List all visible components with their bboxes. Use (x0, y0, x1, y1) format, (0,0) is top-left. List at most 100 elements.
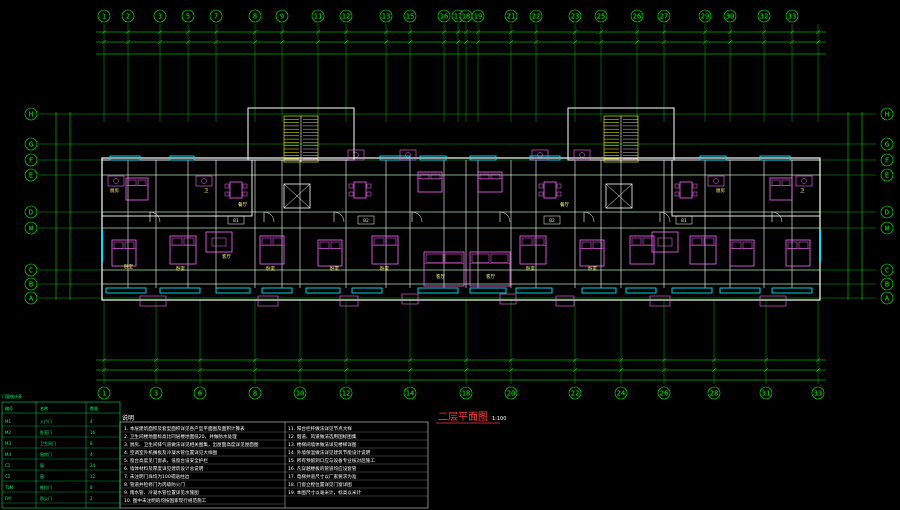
axis-bubble-label: 25 (597, 12, 605, 20)
bed-frame (689, 235, 717, 265)
axis-bubble-label: 20 (507, 389, 515, 397)
chair (242, 191, 248, 197)
axis-bubble-label: 6 (198, 389, 202, 397)
schedule-cell: C2 (5, 474, 11, 479)
sofa (651, 231, 679, 253)
axis-bubble-circle (880, 137, 894, 151)
chair (556, 183, 562, 189)
pillow (490, 173, 501, 180)
pillow (113, 241, 124, 249)
axis-bottom-18: 18 (459, 386, 473, 400)
note-line: 4. 空调室外机搁板及冷凝水管位置详见大样图 (124, 449, 218, 456)
fixture (195, 175, 213, 187)
schedule-cell: 厨房门 (40, 451, 52, 457)
axis-bubble-circle (293, 386, 307, 400)
notes-heading: 说明 (122, 414, 134, 422)
bed (259, 235, 285, 265)
axis-bubble-label: B (885, 280, 889, 288)
axis-bubble-circle (785, 9, 799, 23)
drawing-scale: 1:100 (492, 416, 506, 422)
axis-bubble-label: A (885, 294, 890, 302)
coffee-table (211, 237, 227, 247)
pillow (581, 241, 592, 249)
window (351, 287, 383, 294)
axis-bubble-circle (193, 386, 207, 400)
axis-bubble-circle (437, 9, 451, 23)
axis-bubble-label: 14 (406, 389, 414, 397)
bed-frame (519, 235, 547, 265)
schedule-cell: M3 (5, 441, 11, 446)
schedule-cell: 12 (90, 474, 96, 479)
balcony (649, 295, 671, 307)
window (159, 287, 201, 294)
balcony (499, 293, 517, 305)
axis-bottom-26: 26 (657, 386, 671, 400)
axis-top-18: 18 (459, 9, 473, 23)
window (305, 287, 341, 294)
window (105, 287, 147, 294)
note-line: 14. 外墙保温做法详见建筑节能设计说明 (288, 449, 371, 456)
axis-bubble-label: 33 (788, 12, 796, 20)
pillow (319, 241, 330, 249)
pillow (731, 241, 742, 249)
axis-bubble-label: 31 (762, 389, 770, 397)
chair (692, 183, 698, 189)
fixture-basin (801, 178, 807, 184)
axis-right-G: G (880, 137, 894, 151)
axis-bubble-label: 1 (102, 12, 106, 20)
axis-left-H: H (24, 107, 38, 121)
axis-bubble-label: 29 (701, 12, 709, 20)
axis-bubble-circle (24, 205, 38, 219)
axis-bubble-circle (311, 9, 325, 23)
bed-frame (769, 177, 793, 201)
pillow (533, 237, 545, 246)
axis-bubble-label: 16 (440, 12, 448, 20)
pillow (471, 253, 490, 263)
pillow (703, 237, 715, 246)
pillow (272, 237, 283, 246)
fixture (347, 149, 365, 161)
fixture-basin (113, 178, 119, 184)
unit-label-box (543, 215, 561, 225)
axis-bottom-28: 28 (707, 386, 721, 400)
pillow (124, 241, 135, 249)
window (419, 155, 447, 161)
axis-bubble-circle (759, 386, 773, 400)
note-line: 2. 卫生间楼地面标高比同层楼地面低20，并做防水处理 (124, 433, 237, 440)
schedule-cell: 8 (90, 441, 93, 446)
note-line: 12. 烟道、风道做法选用国标图集 (288, 433, 357, 440)
axis-bubble-label: 33 (814, 389, 822, 397)
axis-bubble-circle (149, 386, 163, 400)
fixture-basin (537, 152, 543, 158)
dimension-lines (55, 29, 863, 381)
fixture-basin (713, 178, 719, 184)
axis-bubble-circle (707, 386, 721, 400)
schedule-cell: M1 (5, 419, 11, 424)
room-label: 餐厅 (560, 201, 569, 208)
unit-label: B2 (549, 218, 555, 224)
axis-left-A: A (24, 291, 38, 305)
axis-bubble-label: 17 (454, 12, 462, 20)
door-swing (499, 211, 511, 223)
bed (689, 235, 717, 265)
schedule-cell: 窗 (40, 462, 44, 468)
door-swing (263, 211, 275, 223)
room-label: 卫 (204, 188, 209, 194)
unit-label-box (675, 215, 693, 225)
axis-grid (38, 24, 876, 384)
axis-bottom-1: 1 (97, 386, 111, 400)
room-label: 卫 (800, 188, 805, 194)
axis-bubble-label: 22 (532, 12, 540, 20)
schedule-cell: C1 (5, 463, 11, 468)
axis-bubble-circle (403, 386, 417, 400)
schedule-cell: 入户门 (40, 418, 52, 424)
axis-right-C: C (880, 263, 894, 277)
axis-bubble-label: 30 (726, 12, 734, 20)
bed (519, 235, 547, 265)
dining-set (224, 181, 248, 199)
note-line: 1. 本层建筑面积及套型面积详见各户型平面图及面积计算表 (124, 425, 245, 432)
door-swing (771, 211, 783, 223)
axis-left-E: E (24, 168, 38, 182)
